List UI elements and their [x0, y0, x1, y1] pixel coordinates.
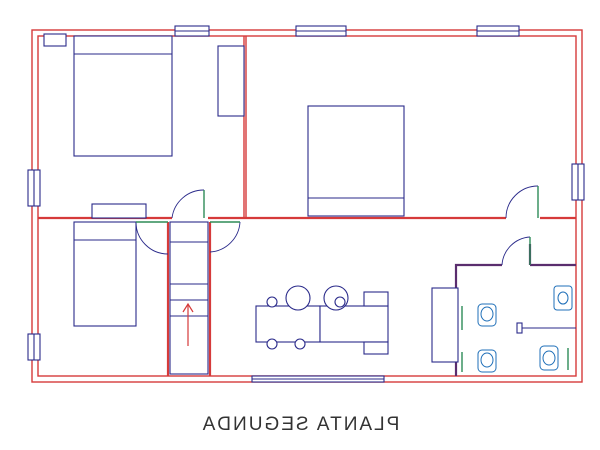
dining-area — [255, 285, 459, 363]
bedroom-top-right — [307, 105, 405, 217]
chair-6 — [334, 296, 346, 308]
plan-caption: PLANTA SEGUNDA — [200, 414, 400, 435]
desk — [91, 203, 147, 219]
double-bed — [73, 35, 173, 157]
dining-table-right — [319, 305, 389, 343]
chair-2 — [323, 285, 349, 311]
partition-post — [516, 322, 523, 334]
doors — [135, 185, 539, 266]
door-arc-bedroom-left — [135, 221, 169, 255]
chair-3 — [266, 296, 278, 308]
shelf — [43, 33, 67, 47]
cabinet — [431, 287, 459, 363]
door-arc-stair-right — [209, 221, 241, 253]
chair-1 — [285, 285, 311, 311]
door-arc-stair-top — [171, 189, 205, 219]
single-bed — [73, 221, 137, 327]
bathroom — [461, 285, 576, 373]
chair-4 — [266, 338, 278, 350]
bedroom-top-left — [43, 33, 245, 219]
dining-table-left — [255, 305, 321, 343]
side-box-top — [363, 291, 389, 307]
bedroom-bottom-left — [73, 221, 137, 327]
wardrobe — [217, 45, 245, 117]
chair-5 — [294, 338, 306, 350]
door-arc-bedroom-right — [505, 185, 539, 219]
interior-walls — [38, 36, 576, 376]
door-arc-bathroom — [501, 236, 531, 266]
side-box-bottom — [363, 341, 389, 355]
double-bed-2 — [307, 105, 405, 217]
windows — [27, 25, 585, 383]
staircase — [169, 221, 209, 375]
